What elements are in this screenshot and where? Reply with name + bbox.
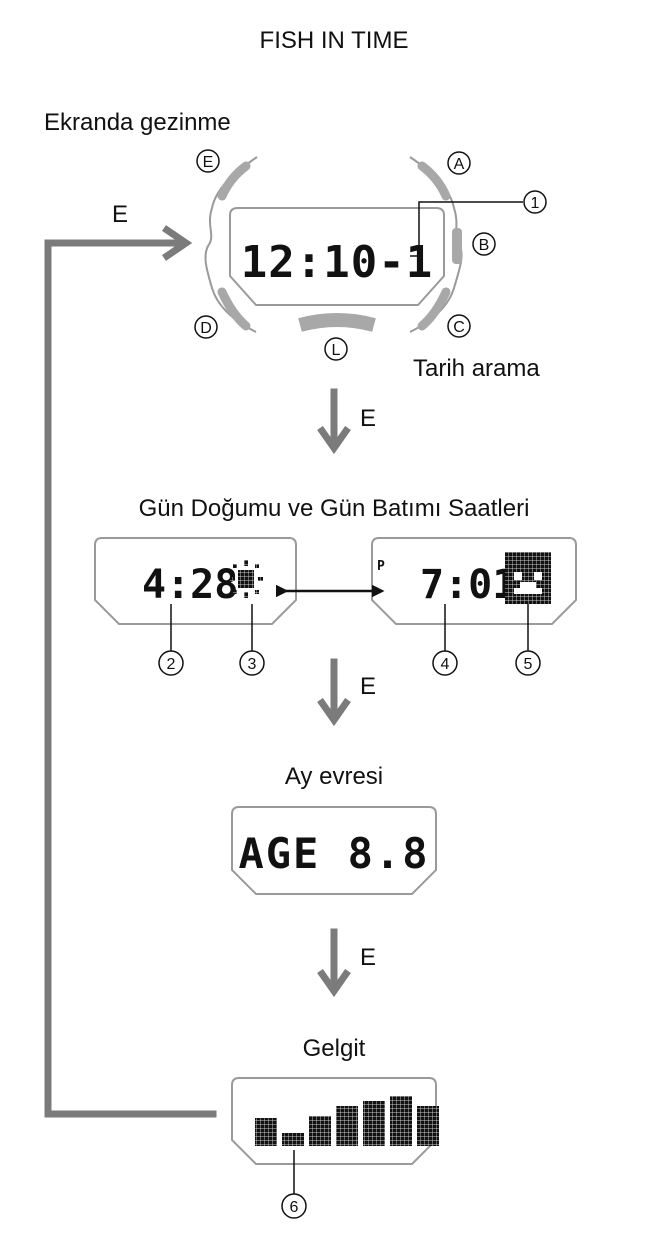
diagram-title: FISH IN TIME [260,27,409,54]
sunrise-heading: Gün Doğumu ve Gün Batımı Saatleri [139,495,530,522]
button-d[interactable] [217,287,251,331]
arrow-label-3: E [360,944,376,971]
svg-text:C: C [453,319,465,336]
svg-text:A: A [454,156,465,173]
pm-indicator: P [377,559,385,574]
tide-bar [417,1106,439,1146]
tide-bar [363,1101,385,1146]
arrow-label-2: E [360,673,376,700]
tide-display [231,1077,439,1165]
moon-heading: Ay evresi [285,763,383,790]
tide-bar [336,1106,358,1146]
tide-bar [282,1133,304,1146]
button-label-d: D [194,315,218,339]
moon-age-display: AGE 8.8 [231,806,437,895]
svg-text:6: 6 [290,1199,299,1216]
svg-text:B: B [479,237,490,254]
sunset-time: 7:01 [420,562,516,608]
return-loop-arrow [44,225,217,1118]
loop-arrow-label: E [112,201,128,228]
button-label-c: C [447,314,471,338]
tide-graph [255,1096,439,1146]
callout-4: 4 [432,650,458,676]
callout-6: 6 [281,1193,307,1219]
svg-text:E: E [203,154,214,171]
button-l[interactable] [298,313,376,332]
sunrise-display: 4:28 [94,537,297,625]
sunrise-time: 4:28 [142,562,238,608]
button-label-a: A [447,151,471,175]
svg-text:3: 3 [248,656,257,673]
sunset-icon [505,552,551,604]
down-arrow-2 [317,658,351,727]
button-label-l: L [324,337,348,361]
down-arrow-1 [317,388,351,455]
tide-bar [309,1116,331,1146]
button-label-b: B [472,232,496,256]
moon-age-value: AGE 8.8 [238,829,429,878]
svg-text:4: 4 [441,656,450,673]
button-a[interactable] [417,161,451,201]
button-label-e: E [196,149,220,173]
svg-text:1: 1 [531,195,540,212]
callout-5: 5 [515,650,541,676]
nav-heading: Ekranda gezinme [44,109,231,136]
tide-bar [390,1096,412,1146]
svg-text:D: D [200,320,212,337]
tide-bar [255,1118,277,1146]
sunset-display: P 7:01 [371,537,577,625]
watch-face: 12:10-1 [204,156,463,333]
sun-icon [230,560,263,598]
button-e[interactable] [217,161,251,201]
button-c[interactable] [417,287,451,331]
svg-text:2: 2 [167,656,176,673]
callout-line-1 [410,201,523,257]
main-time-display: 12:10-1 [241,237,433,288]
tide-heading: Gelgit [303,1035,366,1062]
button-b[interactable] [452,228,462,264]
date-search-label: Tarih arama [413,355,540,382]
arrow-label-1: E [360,405,376,432]
callout-2: 2 [158,650,184,676]
callout-3: 3 [239,650,265,676]
down-arrow-3 [317,928,351,998]
svg-text:5: 5 [524,656,533,673]
svg-text:L: L [332,342,341,359]
callout-1: 1 [523,190,547,214]
